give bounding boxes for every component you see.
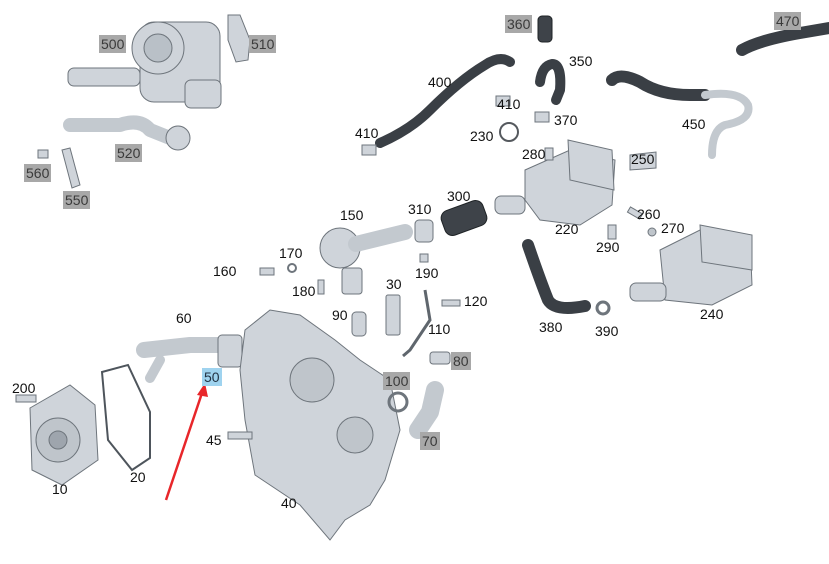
callout-180[interactable]: 180 (292, 283, 316, 299)
clamp-310 (414, 219, 434, 243)
callout-550[interactable]: 550 (63, 191, 91, 209)
seal-170 (287, 263, 297, 273)
callout-380[interactable]: 380 (539, 319, 563, 335)
bolt-260 (626, 206, 644, 220)
callout-10[interactable]: 10 (52, 481, 68, 497)
thermostat-150 (319, 224, 413, 295)
callout-70[interactable]: 70 (420, 432, 440, 450)
callout-200[interactable]: 200 (12, 380, 36, 396)
clamp-100 (387, 391, 409, 413)
callout-100[interactable]: 100 (383, 372, 411, 390)
callout-240[interactable]: 240 (700, 306, 724, 322)
callout-360[interactable]: 360 (505, 15, 533, 33)
bracket-550 (61, 147, 81, 189)
callout-110[interactable]: 110 (428, 321, 451, 337)
callout-500[interactable]: 500 (99, 35, 127, 53)
thermostat-housing-220 (494, 139, 616, 226)
elbow-70 (409, 381, 444, 439)
callout-350[interactable]: 350 (569, 53, 593, 69)
callout-290[interactable]: 290 (596, 239, 620, 255)
callout-260[interactable]: 260 (637, 206, 661, 222)
clamp-390 (595, 300, 611, 316)
callout-400[interactable]: 400 (428, 74, 452, 90)
callout-120[interactable]: 120 (464, 293, 488, 309)
callout-170[interactable]: 170 (279, 245, 303, 261)
callout-150[interactable]: 150 (340, 207, 364, 223)
sensor-160 (259, 267, 275, 276)
hose-300 (440, 200, 488, 236)
callout-510[interactable]: 510 (249, 35, 277, 53)
callout-40[interactable]: 40 (281, 495, 297, 511)
callout-20[interactable]: 20 (130, 469, 146, 485)
callout-30[interactable]: 30 (386, 276, 402, 292)
water-pump-assembly-top (67, 21, 222, 109)
callout-410-upper[interactable]: 410 (497, 96, 521, 112)
water-pump-10 (29, 384, 99, 486)
bolt-200 (15, 394, 37, 403)
callout-560[interactable]: 560 (24, 164, 52, 182)
bracket-250 (629, 151, 657, 171)
callout-300[interactable]: 300 (447, 188, 471, 204)
gasket-30 (385, 294, 401, 336)
bolt-560-shape (37, 149, 49, 159)
hose-360 (537, 15, 553, 43)
callout-450[interactable]: 450 (682, 116, 706, 132)
pin-180 (317, 279, 325, 295)
hose-380 (522, 239, 591, 314)
callout-90[interactable]: 90 (332, 307, 348, 323)
pipe-110 (402, 289, 432, 358)
callout-410-left[interactable]: 410 (355, 125, 379, 141)
callout-250[interactable]: 250 (631, 151, 655, 167)
callout-520[interactable]: 520 (115, 144, 143, 162)
pipe-60 (136, 334, 243, 383)
screw-290 (607, 224, 617, 240)
callout-370[interactable]: 370 (554, 112, 578, 128)
screw-280 (544, 147, 554, 161)
callout-270[interactable]: 270 (661, 220, 685, 236)
clamp-410-upper (495, 95, 511, 107)
callout-220[interactable]: 220 (555, 221, 579, 237)
housing-240 (629, 224, 753, 306)
bolt-45 (227, 431, 253, 440)
callout-390[interactable]: 390 (595, 323, 619, 339)
hose-350 (535, 59, 566, 105)
hose-400 (375, 54, 515, 148)
callout-60[interactable]: 60 (176, 310, 192, 326)
callout-45[interactable]: 45 (206, 432, 222, 448)
callout-160[interactable]: 160 (213, 263, 237, 279)
callout-470[interactable]: 470 (774, 12, 802, 30)
hose-450-rubber (606, 70, 711, 101)
clamp-410-left (361, 144, 377, 156)
callout-280[interactable]: 280 (522, 146, 546, 162)
bolt-120 (441, 299, 461, 307)
pipe-450 (701, 89, 753, 159)
callout-230[interactable]: 230 (470, 128, 494, 144)
sleeve-90 (351, 311, 367, 337)
gasket-20 (100, 363, 151, 472)
callout-190[interactable]: 190 (415, 265, 439, 281)
clamp-370 (534, 111, 550, 123)
callout-310[interactable]: 310 (408, 201, 432, 217)
hose-470 (736, 22, 829, 56)
gasket-510-shape (227, 14, 251, 63)
screw-190 (419, 253, 429, 263)
clamp-80 (429, 351, 451, 365)
red-pointer-arrow-icon (164, 383, 208, 501)
callout-50-highlighted[interactable]: 50 (202, 368, 222, 386)
plug-270 (647, 227, 657, 237)
pipe-520 (63, 115, 191, 151)
ring-230 (499, 122, 519, 142)
cover-40 (239, 309, 401, 541)
callout-80[interactable]: 80 (451, 352, 471, 370)
